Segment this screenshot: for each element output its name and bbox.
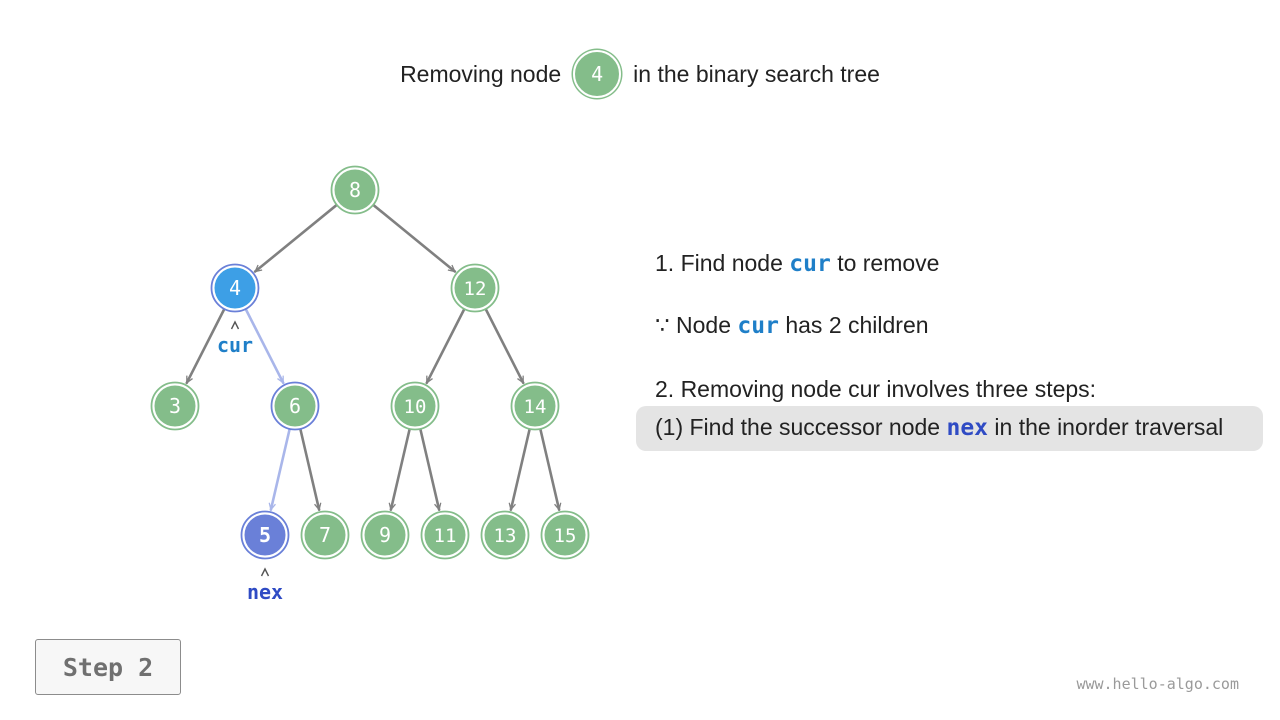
tree-node-label: 13 — [494, 525, 517, 547]
edge-10-9 — [391, 428, 411, 509]
tree-node-3: 3 — [150, 381, 200, 431]
pointer-cur: cur — [217, 320, 253, 357]
tree-node-label: 11 — [434, 525, 457, 547]
diagram-title: Removing node 4 in the binary search tre… — [0, 50, 1280, 98]
tree-node-7: 7 — [300, 510, 350, 560]
edge-14-13 — [511, 428, 531, 509]
edge-10-11 — [419, 428, 439, 509]
pointer-nex: nex — [247, 567, 283, 604]
step-indicator: Step 2 — [35, 639, 181, 695]
tree-node-4: 4 — [210, 263, 260, 313]
tree-node-label: 3 — [169, 394, 181, 418]
edge-12-10 — [425, 308, 466, 385]
edge-12-14 — [484, 308, 525, 385]
edge-6-5 — [271, 428, 291, 509]
tree-node-label: 10 — [404, 396, 427, 418]
pointer-caret-icon — [230, 320, 240, 330]
tree-node-label: 6 — [289, 394, 301, 418]
edge-4-6 — [244, 308, 285, 385]
tree-node-5: 5 — [240, 510, 290, 560]
tree-node-label: 12 — [464, 278, 487, 300]
watermark: www.hello-algo.com — [1076, 675, 1239, 693]
tree-nodes: 8 4 12 3 6 10 14 5 7 9 11 13 15 — [150, 165, 590, 560]
pointer-label: nex — [247, 580, 283, 604]
tree-pointers: cur nex — [217, 320, 283, 604]
tree-node-label: 4 — [229, 276, 241, 300]
edge-6-7 — [299, 428, 319, 509]
tree-node-8: 8 — [330, 165, 380, 215]
tree-node-label: 5 — [259, 523, 271, 547]
tree-node-label: 8 — [349, 178, 361, 202]
edge-4-3 — [185, 308, 226, 385]
tree-node-label: 15 — [554, 525, 577, 547]
tree-node-6: 6 — [270, 381, 320, 431]
title-node-badge: 4 — [573, 50, 622, 98]
tree-node-label: 14 — [524, 396, 547, 418]
current-step-highlight — [636, 406, 1263, 451]
pointer-label: cur — [217, 333, 253, 357]
edge-8-4 — [253, 203, 338, 273]
edge-14-15 — [539, 428, 559, 509]
pointer-caret-icon — [260, 567, 270, 577]
tree-node-13: 13 — [480, 510, 530, 560]
title-suffix: in the binary search tree — [633, 60, 880, 87]
tree-edges — [185, 203, 559, 509]
tree-node-12: 12 — [450, 263, 500, 313]
tree-node-label: 7 — [319, 523, 331, 547]
tree-node-15: 15 — [540, 510, 590, 560]
tree-node-label: 9 — [379, 523, 391, 547]
tree-node-10: 10 — [390, 381, 440, 431]
tree-node-9: 9 — [360, 510, 410, 560]
title-prefix: Removing node — [400, 60, 562, 87]
tree-node-11: 11 — [420, 510, 470, 560]
tree-node-14: 14 — [510, 381, 560, 431]
edge-8-12 — [372, 203, 457, 273]
